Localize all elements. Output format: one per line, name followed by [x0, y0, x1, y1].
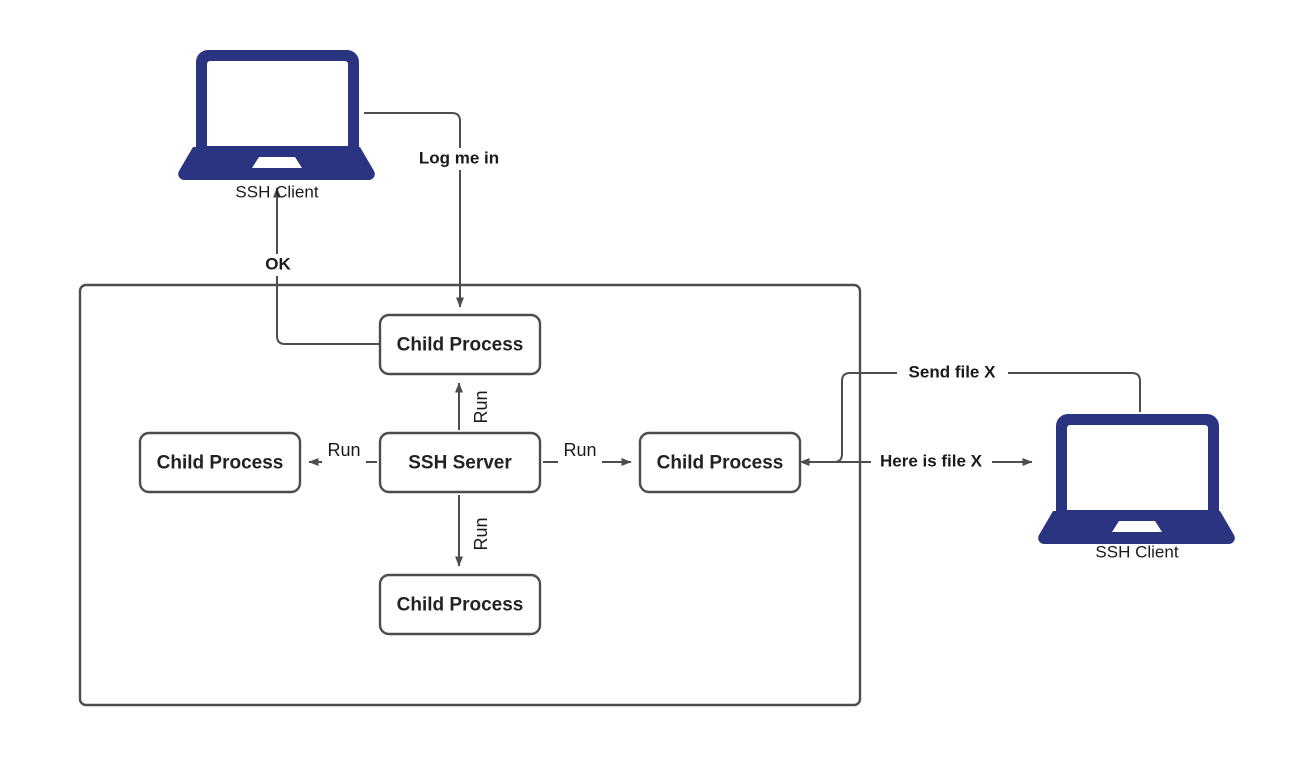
node-child-process-left[interactable]: Child Process [138, 431, 302, 494]
edge-label-run-down: Run [470, 512, 494, 556]
svg-text:Log me in: Log me in [419, 148, 499, 167]
edge-label-log-me-in: Log me in [409, 148, 505, 170]
node-child-process-right-label: Child Process [657, 453, 784, 474]
node-child-process-bottom[interactable]: Child Process [378, 573, 542, 636]
node-box [378, 573, 542, 636]
svg-text:OK: OK [265, 254, 291, 273]
svg-text:Here is file X: Here is file X [880, 451, 983, 470]
node-child-process-right[interactable]: Child Process [638, 431, 802, 494]
node-ssh-server[interactable]: SSH Server [378, 431, 542, 494]
edge-label-run-left: Run [322, 439, 366, 463]
edge-ok [273, 187, 380, 345]
node-ssh-server-label: SSH Server [408, 453, 512, 474]
node-child-process-top-label: Child Process [397, 335, 524, 356]
svg-text:Send file X: Send file X [909, 362, 997, 381]
node-child-process-top[interactable]: Child Process [378, 313, 542, 376]
edge-label-ok: OK [258, 254, 296, 276]
device-ssh-client-right-label: SSH Client [1095, 542, 1178, 561]
svg-text:Run: Run [471, 517, 491, 550]
node-box [138, 431, 302, 494]
svg-text:Run: Run [563, 440, 596, 460]
node-box [378, 431, 542, 494]
svg-text:Run: Run [327, 440, 360, 460]
device-ssh-client-top[interactable]: SSH Client [178, 50, 375, 201]
node-box [378, 313, 542, 376]
laptop-icon [1038, 414, 1235, 544]
edge-label-run-right: Run [558, 439, 602, 463]
node-child-process-bottom-label: Child Process [397, 595, 524, 616]
edge-label-send-file-x: Send file X [897, 362, 1008, 384]
edge-log-me-in [364, 112, 464, 308]
edge-label-here-is-file-x: Here is file X [871, 451, 992, 473]
device-ssh-client-right[interactable]: SSH Client [1038, 414, 1235, 561]
device-ssh-client-top-label: SSH Client [235, 182, 318, 201]
laptop-icon [178, 50, 375, 180]
node-box [638, 431, 802, 494]
node-child-process-left-label: Child Process [157, 453, 284, 474]
edge-label-run-up: Run [470, 385, 494, 429]
ssh-server-container [78, 283, 862, 707]
svg-text:Run: Run [471, 390, 491, 423]
